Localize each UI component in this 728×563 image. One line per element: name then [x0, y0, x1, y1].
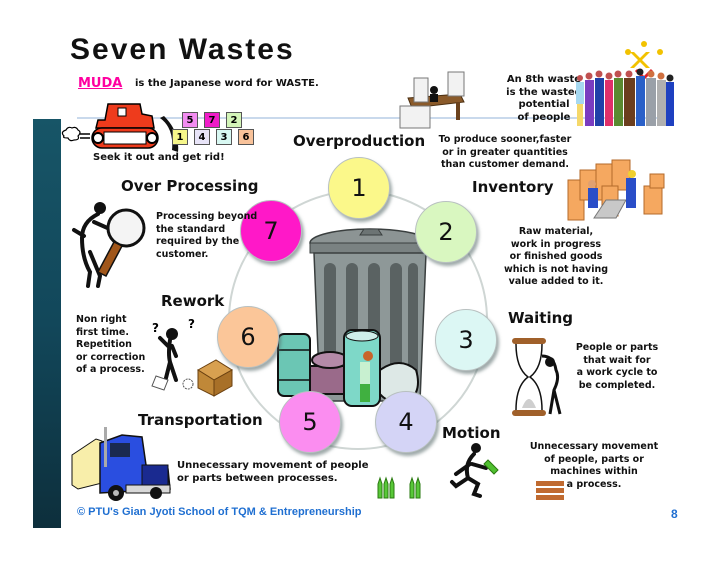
hourglass-icon — [512, 338, 562, 416]
blocks-bottom-row: 1 4 3 6 — [172, 129, 254, 145]
block-6: 6 — [238, 129, 254, 145]
left-accent-bar — [33, 119, 61, 528]
waste-heading-rework: Rework — [161, 292, 225, 310]
cans-icon — [277, 329, 419, 407]
waste-desc-inventory: Raw material, work in progress or finish… — [503, 226, 609, 287]
waste-heading-motion: Motion — [442, 424, 501, 442]
waste-desc-overproduction: To produce sooner,faster or in greater q… — [438, 134, 572, 170]
waste-circle-5: 5 — [279, 391, 341, 453]
block-5: 5 — [182, 112, 198, 128]
header-divider — [77, 117, 667, 119]
waste-desc-rework: Non right first time. Repetition or corr… — [76, 314, 146, 375]
desk-paperwork-icon — [399, 71, 465, 129]
waste-heading-transportation: Transportation — [138, 411, 263, 429]
inventory-boxes-icon — [567, 159, 665, 221]
bulldozer-icon — [61, 103, 179, 152]
waste-desc-motion: Unnecessary movement of people, parts or… — [529, 441, 659, 490]
waste-circle-6: 6 — [217, 306, 279, 368]
block-2: 2 — [226, 112, 242, 128]
block-7: 7 — [204, 112, 220, 128]
slide-title: Seven Wastes — [70, 33, 295, 66]
waste-circle-7: 7 — [240, 200, 302, 262]
running-figure-icon — [450, 443, 499, 498]
block-3: 3 — [216, 129, 232, 145]
bulldozer-caption: Seek it out and get rid! — [93, 152, 225, 163]
waste-heading-inventory: Inventory — [472, 178, 554, 196]
waste-heading-waiting: Waiting — [508, 309, 574, 327]
waste-circle-3: 3 — [435, 309, 497, 371]
muda-description: is the Japanese word for WASTE. — [135, 78, 319, 89]
blocks-top-row: 5 7 2 — [182, 112, 242, 128]
svg-text:?: ? — [152, 321, 159, 335]
truck-icon — [71, 427, 171, 501]
magnifying-glass-figure-icon — [72, 202, 146, 288]
block-1: 1 — [172, 129, 188, 145]
people-group-icon — [576, 41, 674, 126]
waste-heading-over-processing: Over Processing — [121, 177, 259, 195]
footer-copyright: © PTU's Gian Jyoti School of TQM & Entre… — [77, 506, 362, 518]
waste-circle-2: 2 — [415, 201, 477, 263]
bricks-icon — [536, 481, 564, 500]
eighth-waste-text: An 8th waste is the wasted potential of … — [506, 74, 582, 123]
waste-heading-overproduction: Overproduction — [293, 132, 426, 150]
block-4: 4 — [194, 129, 210, 145]
waste-desc-over-processing: Processing beyond the standard required … — [156, 211, 258, 260]
bottles-icon — [377, 476, 421, 499]
muda-word: MUDA — [78, 76, 123, 91]
svg-text:?: ? — [188, 317, 195, 331]
waste-desc-waiting: People or parts that wait for a work cyc… — [575, 342, 659, 391]
waste-desc-transportation: Unnecessary movement of people or parts … — [177, 460, 369, 484]
waste-circle-4: 4 — [375, 391, 437, 453]
page-number: 8 — [671, 507, 678, 521]
waste-circle-1: 1 — [328, 157, 390, 219]
confused-figure-icon: ? ? — [151, 317, 233, 397]
